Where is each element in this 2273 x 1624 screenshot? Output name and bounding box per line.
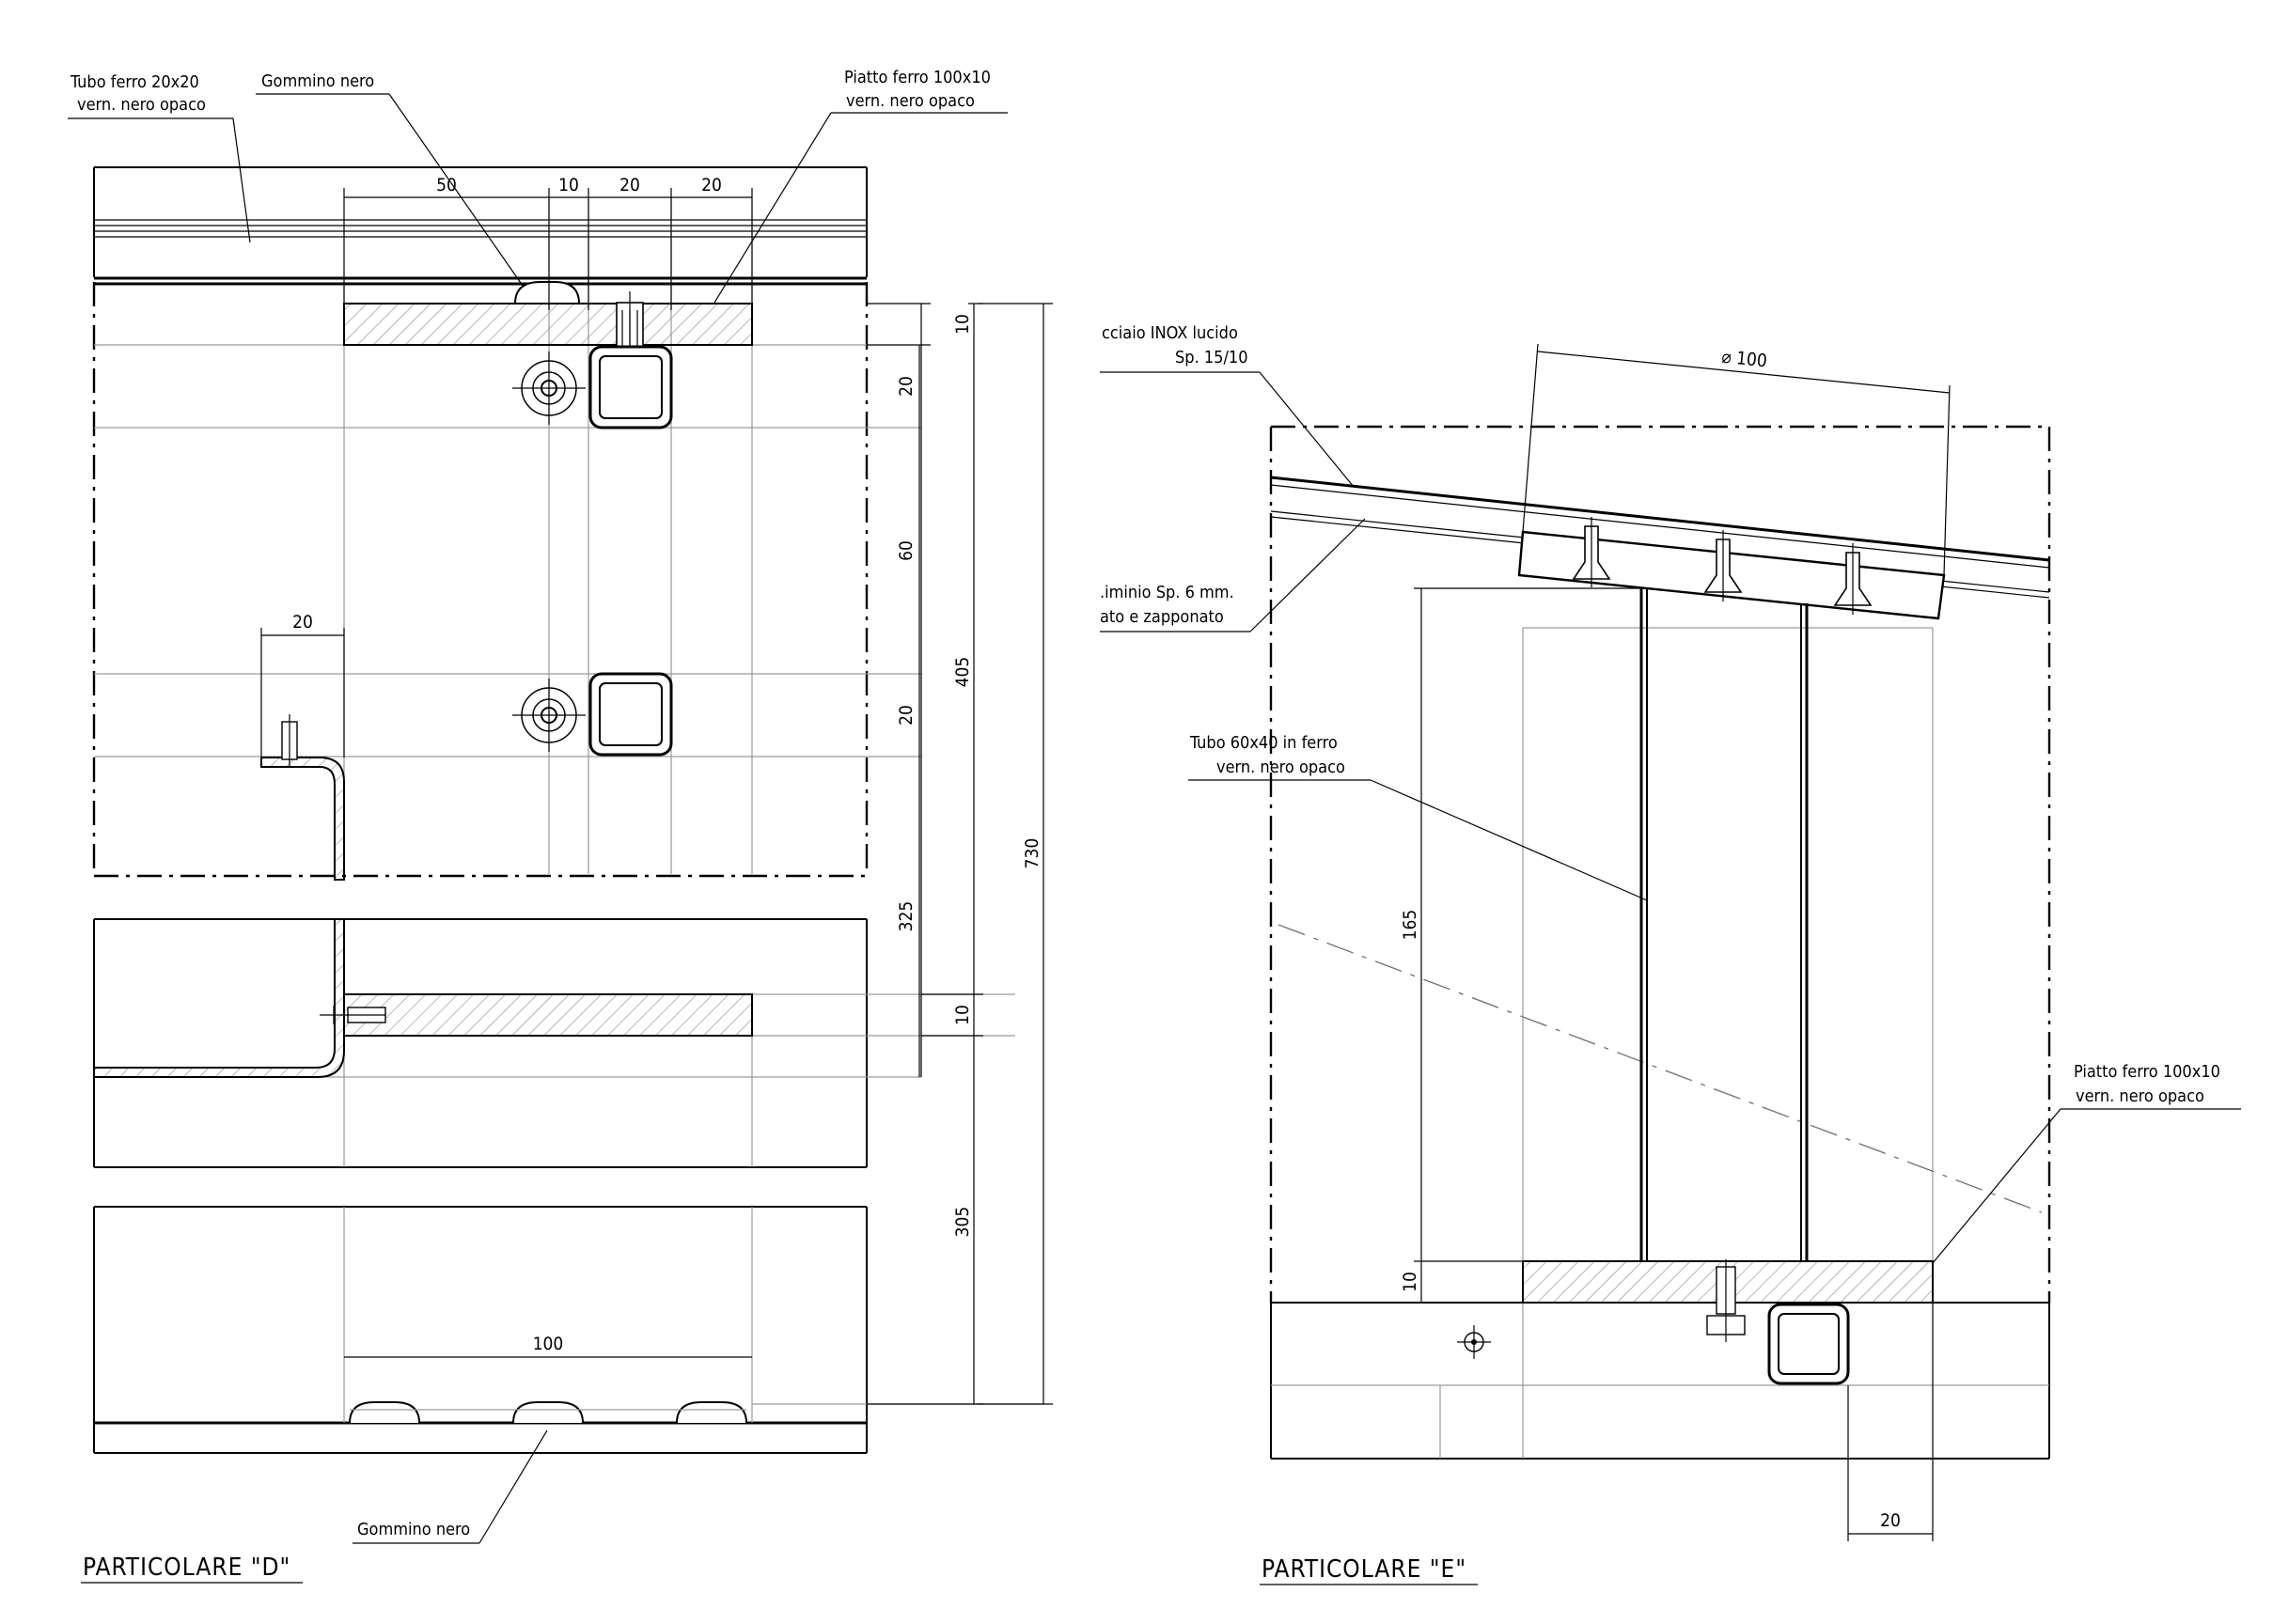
detail-d-panel-middle bbox=[93, 918, 1015, 1168]
square-tube-section bbox=[588, 345, 673, 429]
countersunk-screw-icon bbox=[1572, 517, 1611, 587]
dim-v165: 165 bbox=[1400, 910, 1420, 941]
detail-d-labels: Tubo ferro 20x20 vern. nero opaco Gommin… bbox=[68, 68, 1008, 1584]
dim-h100: 100 bbox=[533, 1334, 564, 1354]
label-tube-60x40-line1: Tubo 60x40 in ferro bbox=[1189, 733, 1338, 753]
label-tube-20x20-line1: Tubo ferro 20x20 bbox=[70, 72, 199, 92]
label-alu-line1: .iminio Sp. 6 mm. bbox=[1100, 583, 1234, 602]
detail-d-dimensions: 50 10 20 20 10 405 10 305 20 60 20 325 bbox=[260, 175, 1053, 1405]
fixing-hole-icon bbox=[512, 351, 586, 425]
rubber-feet-icon bbox=[349, 1401, 747, 1424]
label-plate-e-line1: Piatto ferro 100x10 bbox=[2074, 1062, 2220, 1082]
dim-top-20b: 20 bbox=[701, 175, 722, 195]
dim-v20-b: 20 bbox=[896, 705, 917, 726]
flat-plate-middle bbox=[343, 993, 753, 1037]
label-tube-60x40-line2: vern. nero opaco bbox=[1216, 757, 1345, 777]
dim-v730: 730 bbox=[1022, 838, 1042, 869]
label-steel-line1: cciaio INOX lucido bbox=[1102, 323, 1238, 343]
detail-e: ⌀ 100 165 10 20 cciaio INOX lucido Sp. 1… bbox=[1100, 323, 2241, 1585]
bent-bracket-lower bbox=[93, 918, 345, 1078]
dim-top-50: 50 bbox=[436, 175, 457, 195]
dim-h20-left: 20 bbox=[292, 612, 313, 632]
bent-bracket bbox=[260, 757, 345, 881]
flat-plate-top bbox=[343, 303, 753, 346]
detail-e-labels: cciaio INOX lucido Sp. 15/10 .iminio Sp.… bbox=[1100, 323, 2241, 1585]
label-tube-20x20-line2: vern. nero opaco bbox=[77, 95, 206, 115]
screw-icon bbox=[320, 1006, 386, 1024]
label-plate-line1: Piatto ferro 100x10 bbox=[844, 68, 991, 87]
square-tube-section bbox=[588, 672, 673, 757]
detail-e-frame bbox=[1269, 425, 2051, 1460]
dim-v405: 405 bbox=[952, 657, 973, 688]
dim-v10-top: 10 bbox=[952, 314, 973, 335]
detail-d-title: PARTICOLARE "D" bbox=[83, 1554, 290, 1582]
dim-v10: 10 bbox=[1400, 1272, 1420, 1292]
detail-d: 50 10 20 20 10 405 10 305 20 60 20 325 bbox=[68, 68, 1053, 1584]
dim-v10-mid: 10 bbox=[952, 1005, 973, 1025]
label-rubber-bottom: Gommino nero bbox=[357, 1520, 470, 1539]
tilted-plate bbox=[1517, 530, 1946, 620]
screw-icon bbox=[281, 714, 298, 766]
dim-v305: 305 bbox=[952, 1207, 973, 1238]
dim-v325: 325 bbox=[896, 901, 917, 932]
label-plate-line2: vern. nero opaco bbox=[846, 91, 975, 111]
label-alu-line2: ato e zapponato bbox=[1100, 607, 1224, 627]
screw-icon bbox=[1706, 1259, 1746, 1342]
label-steel-line2: Sp. 15/10 bbox=[1175, 348, 1248, 367]
tube-60x40-column bbox=[1639, 588, 1809, 1261]
detail-e-title: PARTICOLARE "E" bbox=[1262, 1555, 1466, 1584]
fixing-point-icon bbox=[1457, 1325, 1491, 1359]
countersunk-screw-icon bbox=[1703, 530, 1743, 601]
detail-d-panel-top bbox=[92, 166, 921, 878]
dim-top-20a: 20 bbox=[619, 175, 640, 195]
dim-h20: 20 bbox=[1880, 1510, 1901, 1531]
dim-diameter-100: ⌀ 100 bbox=[1720, 347, 1767, 372]
dim-v60: 60 bbox=[896, 540, 917, 561]
countersunk-screw-icon bbox=[1833, 543, 1873, 615]
rubber-bumper-icon bbox=[513, 281, 581, 304]
label-rubber-top: Gommino nero bbox=[261, 71, 374, 91]
fixing-hole-icon bbox=[512, 679, 586, 752]
dim-top-10: 10 bbox=[558, 175, 579, 195]
square-tube-section bbox=[1767, 1303, 1850, 1385]
dim-v20-a: 20 bbox=[896, 376, 917, 397]
label-plate-e-line2: vern. nero opaco bbox=[2076, 1086, 2204, 1106]
detail-e-dimensions: ⌀ 100 165 10 20 bbox=[1400, 343, 1951, 1541]
